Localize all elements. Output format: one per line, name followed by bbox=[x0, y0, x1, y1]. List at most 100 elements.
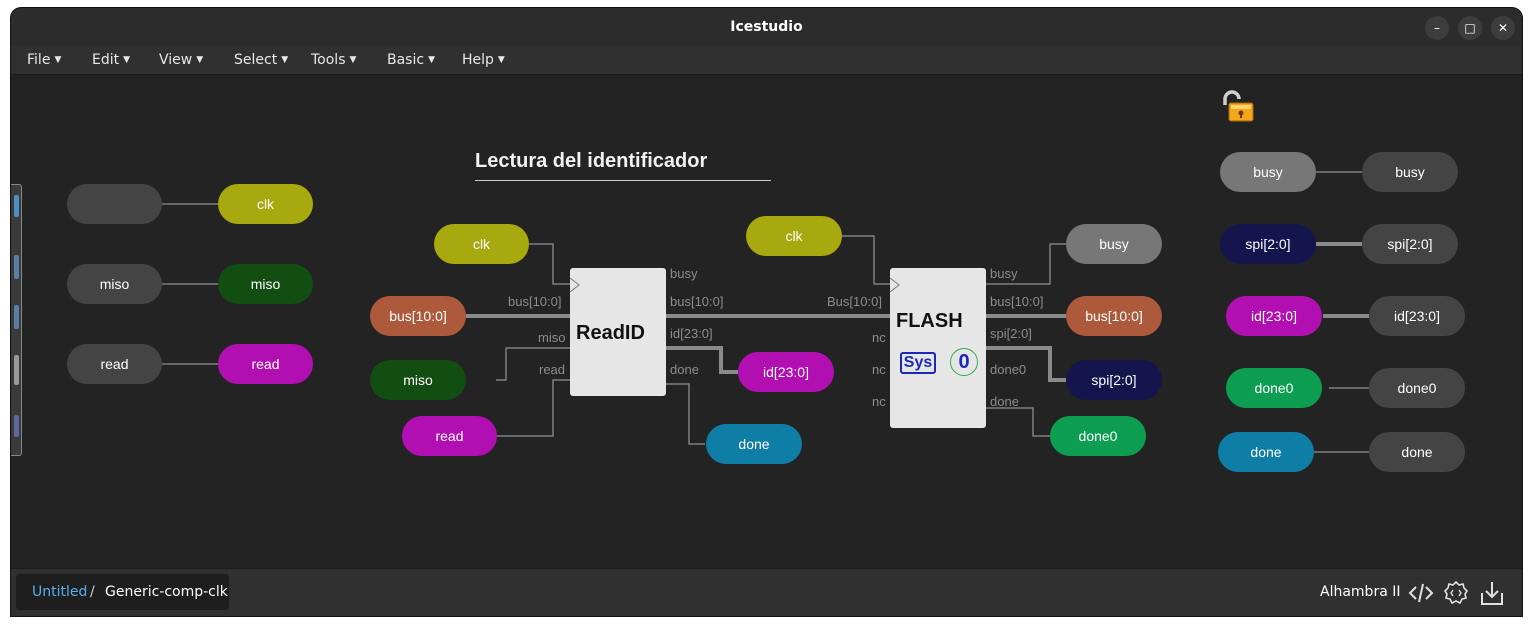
wire-layer bbox=[161, 171, 1369, 453]
menu-edit[interactable]: Edit▼ bbox=[92, 52, 130, 68]
label-done0-out[interactable]: done0 bbox=[1050, 416, 1146, 456]
readid-out-id: id[23:0] bbox=[670, 326, 713, 341]
menu-select-label: Select bbox=[234, 52, 278, 68]
breadcrumb-separator: / bbox=[90, 584, 95, 600]
menu-view-label: View bbox=[159, 52, 193, 68]
input-pin-read[interactable]: read bbox=[67, 344, 162, 384]
label-bus-in[interactable]: bus[10:0] bbox=[370, 296, 466, 336]
side-tick-icon[interactable] bbox=[14, 415, 19, 437]
side-toolbar[interactable] bbox=[11, 184, 22, 456]
label-clk-flash[interactable]: clk bbox=[746, 216, 842, 256]
minimize-icon[interactable]: – bbox=[1425, 16, 1449, 40]
menu-file[interactable]: File▼ bbox=[27, 52, 61, 68]
output-pin-spi[interactable]: spi[2:0] bbox=[1362, 224, 1458, 264]
label-done-out[interactable]: done bbox=[706, 424, 802, 464]
output-pin-clk[interactable]: clk bbox=[218, 184, 313, 224]
readid-out-bus: bus[10:0] bbox=[670, 294, 724, 309]
heading-underline bbox=[475, 180, 771, 181]
wire-miso-readid bbox=[496, 347, 570, 381]
input-pin-unnamed[interactable] bbox=[67, 184, 162, 224]
app-window: Icestudio – □ ✕ File▼ Edit▼ View▼ Select… bbox=[11, 8, 1522, 616]
menu-tools-label: Tools bbox=[311, 52, 346, 68]
flash-block[interactable]: FLASH Sys 0 bbox=[890, 268, 986, 428]
status-footer: Untitled / Generic-comp-clk Alhambra II bbox=[11, 568, 1522, 616]
flash-in-nc: nc bbox=[872, 362, 886, 377]
input-pin-id[interactable]: id[23:0] bbox=[1226, 296, 1322, 336]
wire-clk-flash bbox=[841, 235, 890, 285]
wire-spi-flash bbox=[986, 346, 1066, 382]
wire-done-readid bbox=[666, 383, 705, 445]
label-miso[interactable]: miso bbox=[370, 360, 466, 400]
output-pin-miso[interactable]: miso bbox=[218, 264, 313, 304]
flash-out-busy: busy bbox=[990, 266, 1018, 281]
input-pin-done[interactable]: done bbox=[1218, 432, 1314, 472]
board-name[interactable]: Alhambra II bbox=[1320, 584, 1401, 600]
readid-in-read: read bbox=[539, 362, 566, 377]
label-busy-out[interactable]: busy bbox=[1066, 224, 1162, 264]
design-canvas[interactable]: Lectura del identificador clk miso miso … bbox=[11, 75, 1522, 568]
menu-bar: File▼ Edit▼ View▼ Select▼ Tools▼ Basic▼ … bbox=[11, 46, 1522, 75]
side-tick-icon[interactable] bbox=[14, 355, 19, 385]
output-pin-read[interactable]: read bbox=[218, 344, 313, 384]
side-tick-icon[interactable] bbox=[14, 195, 19, 217]
flash-in-nc: nc bbox=[872, 394, 886, 409]
menu-basic[interactable]: Basic▼ bbox=[387, 52, 435, 68]
breadcrumb-current: Generic-comp-clk bbox=[105, 584, 228, 600]
flash-out-spi: spi[2:0] bbox=[990, 326, 1032, 341]
readid-block[interactable]: ReadID bbox=[570, 268, 666, 396]
readid-in-bus: bus[10:0] bbox=[508, 294, 562, 309]
settings-gear-icon[interactable] bbox=[1442, 579, 1470, 607]
side-tick-icon[interactable] bbox=[14, 255, 19, 279]
flash-title: FLASH bbox=[896, 310, 963, 332]
chevron-down-icon: ▼ bbox=[196, 55, 204, 65]
breadcrumb-root[interactable]: Untitled bbox=[32, 584, 88, 600]
chevron-down-icon: ▼ bbox=[54, 55, 62, 65]
input-pin-busy[interactable]: busy bbox=[1220, 152, 1316, 192]
readid-out-busy: busy bbox=[670, 266, 698, 281]
flash-out-bus: bus[10:0] bbox=[990, 294, 1044, 309]
chevron-down-icon: ▼ bbox=[123, 55, 131, 65]
close-icon[interactable]: ✕ bbox=[1491, 16, 1515, 40]
menu-select[interactable]: Select▼ bbox=[234, 52, 288, 68]
output-pin-id[interactable]: id[23:0] bbox=[1369, 296, 1465, 336]
input-pin-miso[interactable]: miso bbox=[67, 264, 162, 304]
download-icon[interactable] bbox=[1478, 579, 1506, 607]
readid-title: ReadID bbox=[576, 322, 645, 344]
label-spi-out[interactable]: spi[2:0] bbox=[1066, 360, 1162, 400]
zero-badge: 0 bbox=[950, 348, 978, 376]
menu-help-label: Help bbox=[462, 52, 494, 68]
wire-clk-readid bbox=[528, 243, 570, 285]
wire-read-readid bbox=[496, 379, 570, 437]
readid-out-done: done bbox=[670, 362, 699, 377]
maximize-icon[interactable]: □ bbox=[1458, 16, 1482, 40]
menu-file-label: File bbox=[27, 52, 51, 68]
side-tick-icon[interactable] bbox=[14, 305, 19, 329]
menu-edit-label: Edit bbox=[92, 52, 120, 68]
unlocked-padlock-icon[interactable] bbox=[1219, 89, 1257, 123]
output-pin-done0[interactable]: done0 bbox=[1369, 368, 1465, 408]
readid-in-miso: miso bbox=[538, 330, 566, 345]
window-title: Icestudio bbox=[730, 19, 803, 35]
output-pin-busy[interactable]: busy bbox=[1362, 152, 1458, 192]
clock-input-icon bbox=[890, 278, 900, 292]
menu-tools[interactable]: Tools▼ bbox=[311, 52, 356, 68]
chevron-down-icon: ▼ bbox=[281, 55, 289, 65]
input-pin-done0[interactable]: done0 bbox=[1226, 368, 1322, 408]
input-pin-spi[interactable]: spi[2:0] bbox=[1220, 224, 1316, 264]
code-icon[interactable] bbox=[1407, 579, 1435, 607]
clock-input-icon bbox=[570, 278, 580, 292]
menu-view[interactable]: View▼ bbox=[159, 52, 203, 68]
chevron-down-icon: ▼ bbox=[428, 55, 435, 65]
label-clk-readid[interactable]: clk bbox=[434, 224, 529, 264]
label-id-out[interactable]: id[23:0] bbox=[738, 352, 834, 392]
sys-badge: Sys bbox=[900, 352, 936, 374]
label-read[interactable]: read bbox=[402, 416, 497, 456]
flash-out-done0: done0 bbox=[990, 362, 1027, 377]
label-bus-out[interactable]: bus[10:0] bbox=[1066, 296, 1162, 336]
flash-out-done: done bbox=[990, 394, 1019, 409]
menu-basic-label: Basic bbox=[387, 52, 425, 68]
menu-help[interactable]: Help▼ bbox=[462, 52, 505, 68]
breadcrumb: Untitled / Generic-comp-clk bbox=[16, 574, 229, 610]
chevron-down-icon: ▼ bbox=[497, 55, 505, 65]
output-pin-done[interactable]: done bbox=[1369, 432, 1465, 472]
